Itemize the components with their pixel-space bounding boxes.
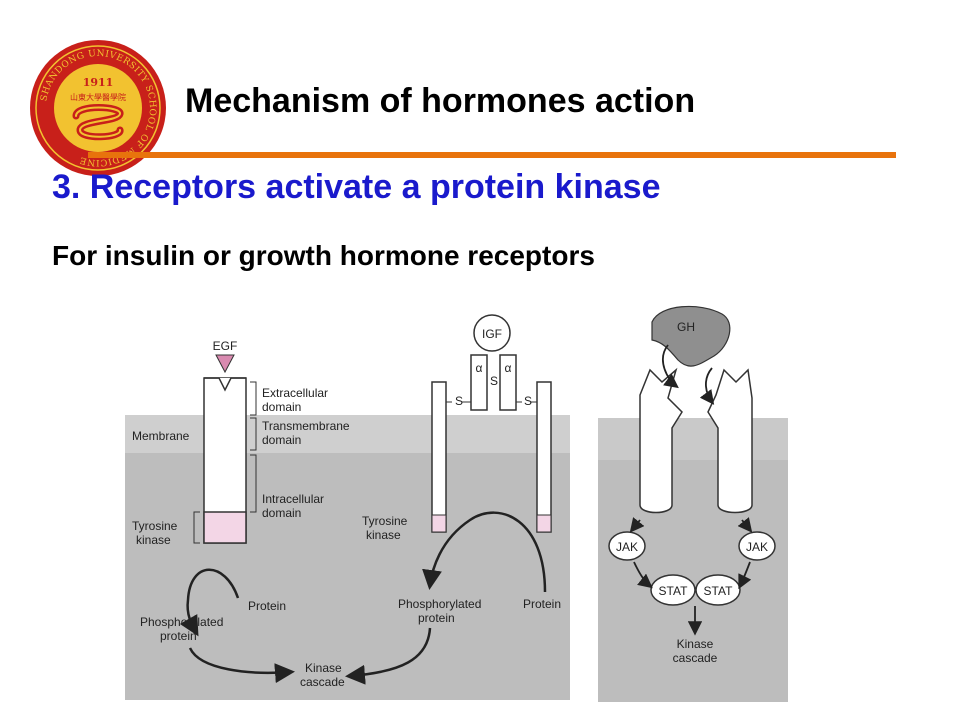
svg-text:cascade: cascade [673, 651, 718, 665]
kinase-cascade-label: Kinase [305, 661, 342, 675]
svg-text:kinase: kinase [366, 528, 401, 542]
cytoplasm-region [125, 453, 570, 700]
gh-kinase-cascade-label: Kinase [677, 637, 714, 651]
svg-text:cascade: cascade [300, 675, 345, 689]
igf-label: IGF [482, 327, 502, 341]
slide-title: Mechanism of hormones action [185, 82, 696, 120]
egf-receptor: EGF Extracellular domain Transmembrane d… [132, 339, 350, 689]
svg-text:STAT: STAT [659, 584, 689, 598]
gh-cytoplasm-region [598, 460, 788, 702]
igf-receptor: IGF α α S S S Tyrosine kinase Phosphoryl… [345, 314, 561, 685]
membrane-band [125, 415, 570, 453]
gh-label: GH [677, 320, 695, 334]
egf-label: EGF [213, 339, 238, 353]
transmembrane-label: Transmembrane [262, 419, 350, 433]
gh-membrane-band [598, 418, 788, 460]
svg-text:STAT: STAT [704, 584, 734, 598]
extracellular-label: Extracellular [262, 386, 328, 400]
svg-text:JAK: JAK [746, 540, 768, 554]
svg-text:domain: domain [262, 433, 301, 447]
stat-left [650, 574, 696, 606]
jak-right [738, 531, 776, 561]
svg-text:S: S [455, 394, 463, 408]
seal-chinese-name: 山東大學醫學院 [70, 92, 126, 102]
svg-text:domain: domain [262, 506, 301, 520]
seal-year: 1911 [83, 76, 114, 89]
svg-text:α: α [476, 361, 483, 375]
tyrosine-kinase-label: Tyrosine [132, 519, 178, 533]
section-heading: 3. Receptors activate a protein kinase [52, 168, 661, 206]
igf-ligand [473, 314, 511, 352]
stat-right [695, 574, 741, 606]
igf-tyrosine-kinase-label: Tyrosine [362, 514, 408, 528]
svg-text:S: S [524, 394, 532, 408]
intracellular-label: Intracellular [262, 492, 324, 506]
egf-ligand [215, 354, 235, 374]
membrane-label: Membrane [132, 429, 190, 443]
igf-protein-label: Protein [523, 597, 561, 611]
svg-text:protein: protein [160, 629, 197, 643]
svg-text:kinase: kinase [136, 533, 171, 547]
title-underline [88, 152, 896, 158]
tyrosine-kinase-domain [203, 511, 247, 544]
igf-phospho-protein-label: Phosphorylated [398, 597, 481, 611]
panel-egf-igf: EGF Extracellular domain Transmembrane d… [125, 314, 570, 710]
section-subheading: For insulin or growth hormone receptors [52, 240, 595, 271]
university-seal-icon: SHANDONG UNIVERSITY SCHOOL OF MEDICINE 1… [30, 40, 166, 176]
svg-text:α: α [505, 361, 512, 375]
panel-gh: GH JAK JAK STAT STAT Kinase cascade [598, 305, 788, 702]
jak-left [608, 531, 646, 561]
svg-text:JAK: JAK [616, 540, 638, 554]
phospho-protein-label: Phosphorylated [140, 615, 223, 629]
svg-text:S: S [490, 374, 498, 388]
gh-receptor-left [639, 367, 683, 514]
svg-text:protein: protein [418, 611, 455, 625]
gh-receptor-right [707, 368, 753, 514]
svg-text:domain: domain [262, 400, 301, 414]
protein-label: Protein [248, 599, 286, 613]
gh-ligand [651, 305, 731, 367]
